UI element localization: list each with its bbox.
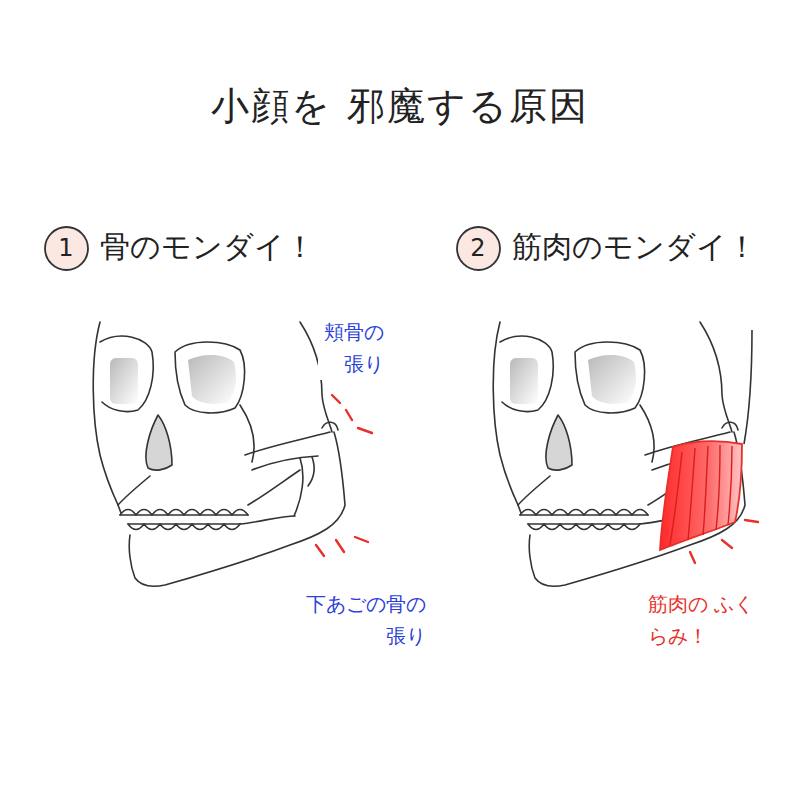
circle-shape <box>457 227 500 270</box>
number-circle: 2 <box>456 226 501 271</box>
skull-outline <box>744 330 752 444</box>
section-number: 2 <box>470 234 485 263</box>
skull-drawing <box>493 322 745 586</box>
muscle-shape <box>660 441 742 550</box>
section-heading: 骨のモンダイ！ <box>100 229 315 265</box>
section-number: 1 <box>58 234 73 263</box>
number-circle: 1 <box>44 226 89 271</box>
callout-label: 下あごの骨の 張り <box>298 588 426 652</box>
callout-label: 頬骨の 張り <box>318 316 384 380</box>
title: 小顔を 邪魔する原因 <box>0 78 800 135</box>
emphasis-marks <box>316 395 372 556</box>
section-heading: 筋肉のモンダイ！ <box>512 229 757 265</box>
emphasis-marks <box>690 520 758 563</box>
callout-label: 筋肉の ふくらみ！ <box>648 588 756 652</box>
muscle-fibers <box>670 445 732 545</box>
skull-drawing <box>93 322 345 586</box>
circle-shape <box>45 227 88 270</box>
